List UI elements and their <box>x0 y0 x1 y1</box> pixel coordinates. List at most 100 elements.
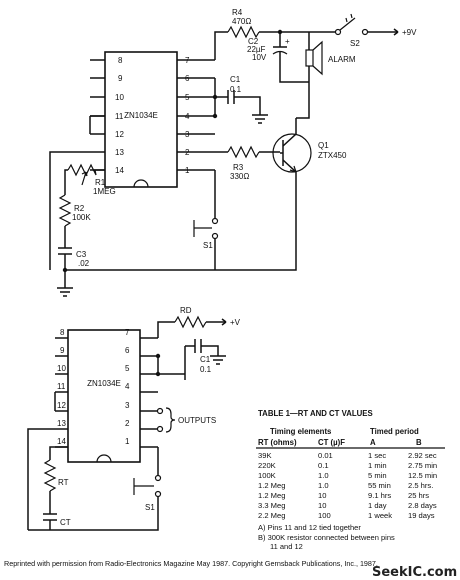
table-row: 39K 0.01 1 sec 2.92 sec <box>258 451 437 460</box>
svg-text:1MEG: 1MEG <box>93 187 116 196</box>
svg-text:+9V: +9V <box>402 28 417 37</box>
svg-text:.02: .02 <box>78 259 90 268</box>
svg-text:C1: C1 <box>230 75 241 84</box>
svg-text:2: 2 <box>185 148 190 157</box>
svg-text:4: 4 <box>185 112 190 121</box>
svg-text:+: + <box>285 37 290 46</box>
resistor-rt: RT <box>43 459 69 492</box>
svg-text:R2: R2 <box>74 204 85 213</box>
table-col-a: A <box>370 438 376 447</box>
svg-text:100K: 100K <box>72 213 91 222</box>
svg-text:1 sec: 1 sec <box>368 451 386 460</box>
table-row: 220K 0.1 1 min 2.75 min <box>258 461 437 470</box>
svg-text:ZTX450: ZTX450 <box>318 151 347 160</box>
svg-text:6: 6 <box>125 346 130 355</box>
watermark-logo: SeekIC.com <box>372 565 457 580</box>
capacitor-c2: C2 22µF 10V + <box>247 32 309 83</box>
svg-text:10V: 10V <box>252 53 267 62</box>
svg-text:2: 2 <box>125 419 130 428</box>
svg-text:10: 10 <box>57 364 66 373</box>
svg-text:0.1: 0.1 <box>230 85 242 94</box>
circuit-1: ZN1034E 8 9 10 11 12 13 14 7 6 5 4 3 2 1 <box>49 8 417 297</box>
ic2-pins-right: 7 6 5 4 3 2 1 <box>125 328 158 448</box>
svg-text:1.2 Meg: 1.2 Meg <box>258 481 285 490</box>
svg-text:1 week: 1 week <box>368 511 392 520</box>
svg-text:0.01: 0.01 <box>318 451 333 460</box>
ic1-pins-right: 7 6 5 4 3 2 1 <box>177 56 215 175</box>
svg-text:4: 4 <box>125 382 130 391</box>
svg-text:7: 7 <box>185 56 190 65</box>
table-row: 100K 1.0 5 min 12.5 min <box>258 471 437 480</box>
svg-text:S1: S1 <box>145 503 155 512</box>
svg-text:S2: S2 <box>350 39 360 48</box>
svg-text:22µF: 22µF <box>247 45 266 54</box>
table-row: 1.2 Meg 1.0 55 min 2.5 hrs. <box>258 481 433 490</box>
svg-text:13: 13 <box>57 419 66 428</box>
svg-text:39K: 39K <box>258 451 272 460</box>
svg-text:470Ω: 470Ω <box>232 17 251 26</box>
table-col-b: B <box>416 438 422 447</box>
svg-text:9: 9 <box>60 346 65 355</box>
circuit-2: ZN1034E 8 9 10 11 12 13 14 7 6 5 4 3 2 1… <box>27 306 241 531</box>
capacitor-ct: CT <box>43 513 71 527</box>
svg-text:5: 5 <box>125 364 130 373</box>
svg-text:11: 11 <box>115 112 124 121</box>
svg-text:3: 3 <box>185 130 190 139</box>
svg-text:8: 8 <box>118 56 123 65</box>
svg-text:C3: C3 <box>76 250 87 259</box>
transistor-q1: Q1 ZTX450 <box>272 118 347 194</box>
ic-zn1034e-bottom: ZN1034E <box>67 329 141 463</box>
svg-text:19 days: 19 days <box>408 511 435 520</box>
svg-text:12: 12 <box>115 130 124 139</box>
svg-text:R3: R3 <box>233 163 244 172</box>
table-row: 1.2 Meg 10 9.1 hrs 25 hrs <box>258 491 429 500</box>
svg-text:R4: R4 <box>232 8 243 17</box>
svg-text:2.5 hrs.: 2.5 hrs. <box>408 481 433 490</box>
svg-text:RD: RD <box>180 306 192 315</box>
svg-text:5 min: 5 min <box>368 471 387 480</box>
svg-text:C1: C1 <box>200 355 211 364</box>
svg-text:13: 13 <box>115 148 124 157</box>
table-row: 2.2 Meg 100 1 week 19 days <box>258 511 435 520</box>
resistor-r2: R2 100K <box>58 194 91 227</box>
ic1-pins-left: 8 9 10 11 12 13 14 <box>90 56 124 175</box>
svg-text:12.5 min: 12.5 min <box>408 471 437 480</box>
table-heading-timing-elements: Timing elements <box>270 427 332 436</box>
svg-text:S1: S1 <box>203 241 213 250</box>
resistor-r3: R3 330Ω <box>227 145 260 181</box>
svg-text:100: 100 <box>318 511 331 520</box>
svg-text:ZN1034E: ZN1034E <box>124 111 158 120</box>
svg-text:3.3 Meg: 3.3 Meg <box>258 501 285 510</box>
svg-text:1: 1 <box>185 166 190 175</box>
svg-text:CT: CT <box>60 518 71 527</box>
svg-text:9: 9 <box>118 74 123 83</box>
svg-text:3: 3 <box>125 401 130 410</box>
alarm-speaker: ALARM <box>305 32 356 82</box>
ic2-pins-left: 8 9 10 11 12 13 14 <box>55 328 68 448</box>
ground-symbol-1 <box>57 287 73 297</box>
svg-text:220K: 220K <box>258 461 276 470</box>
table-note-a: A) Pins 11 and 12 tied together <box>258 523 361 532</box>
svg-text:Q1: Q1 <box>318 141 329 150</box>
svg-text:R1: R1 <box>95 178 106 187</box>
svg-text:ZN1034E: ZN1034E <box>87 379 121 388</box>
table-col-rt: RT (ohms) <box>258 438 297 447</box>
svg-text:14: 14 <box>57 437 66 446</box>
svg-text:1 min: 1 min <box>368 461 387 470</box>
svg-text:1: 1 <box>125 437 130 446</box>
svg-text:11: 11 <box>57 382 66 391</box>
svg-text:1 day: 1 day <box>368 501 387 510</box>
outputs-group: OUTPUTS <box>156 407 216 433</box>
svg-text:10: 10 <box>318 501 326 510</box>
svg-text:2.92 sec: 2.92 sec <box>408 451 437 460</box>
table-heading-timed-period: Timed period <box>370 427 419 436</box>
svg-text:5: 5 <box>185 93 190 102</box>
resistor-rd: RD <box>174 306 207 329</box>
svg-text:330Ω: 330Ω <box>230 172 249 181</box>
switch-s1-top: S1 <box>193 217 219 250</box>
svg-text:6: 6 <box>185 74 190 83</box>
svg-text:2.75 min: 2.75 min <box>408 461 437 470</box>
svg-text:10: 10 <box>318 491 326 500</box>
svg-text:100K: 100K <box>258 471 276 480</box>
